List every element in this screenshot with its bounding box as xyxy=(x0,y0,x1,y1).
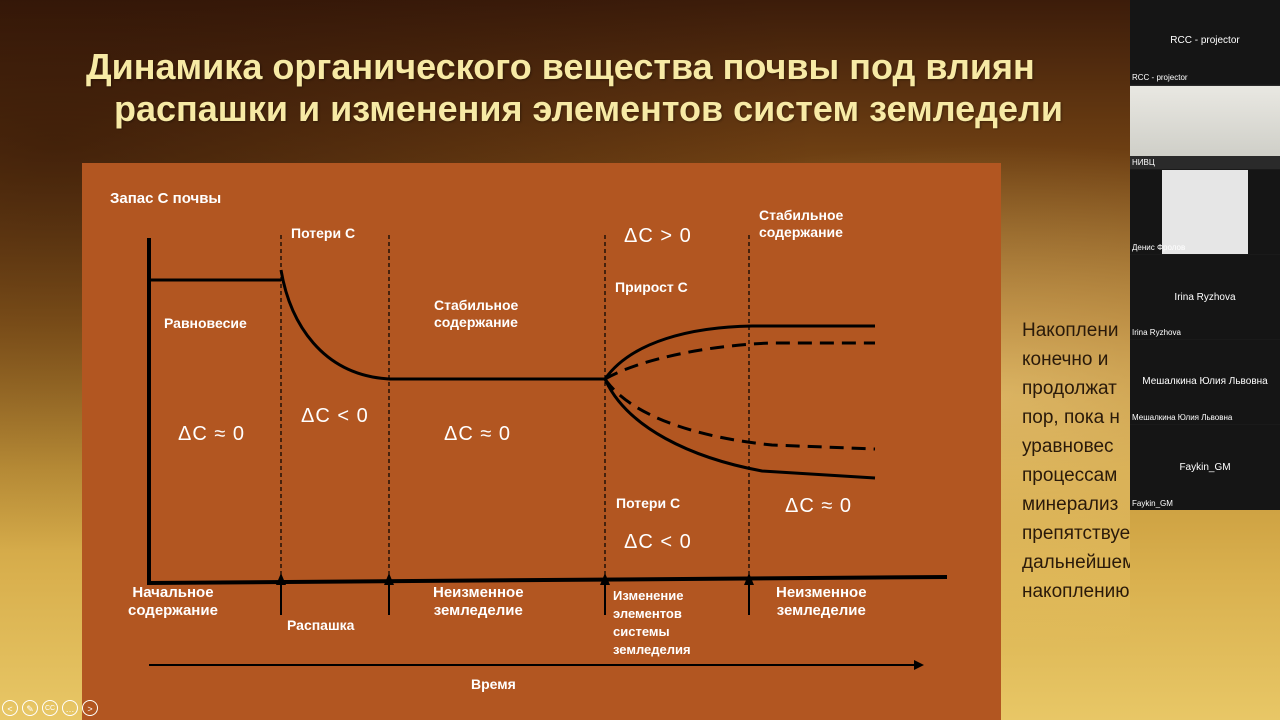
participant-name: Faykin_GM xyxy=(1179,462,1231,473)
side-note-line: Накоплени xyxy=(1022,320,1119,341)
side-note-line: конечно и xyxy=(1022,349,1109,370)
loss-curve-dashed xyxy=(603,378,876,451)
participant-tile[interactable]: Irina Ryzhova Irina Ryzhova xyxy=(1130,255,1280,339)
participant-label: RCC - projector xyxy=(1132,73,1188,82)
stable-right-label: Стабильное содержание xyxy=(759,207,844,240)
carbon-loss-top-label: Потери С xyxy=(291,225,356,241)
participant-tile[interactable]: Денис Фролов xyxy=(1130,170,1280,254)
slide-title-line2: распашки и изменения элементов систем зе… xyxy=(114,88,1063,129)
side-note-line: продолжат xyxy=(1022,378,1117,399)
delta-loss-bottom: ΔC < 0 xyxy=(624,531,692,553)
carbon-loss-bottom-label: Потери С xyxy=(616,495,681,511)
unchanged-farming-label-1: Неизменное земледелие xyxy=(433,584,524,619)
participant-label: НИВЦ xyxy=(1132,158,1155,167)
previous-slide-button[interactable]: < xyxy=(2,700,18,716)
delta-equilibrium: ΔC ≈ 0 xyxy=(178,423,246,445)
side-note-line: препятствует xyxy=(1022,523,1130,544)
arrowhead-unchanged2 xyxy=(744,573,754,585)
equilibrium-label: Равновесие xyxy=(164,315,247,331)
side-note: Накоплени конечно и продолжат пор, пока … xyxy=(1022,316,1130,606)
initial-content-label: Начальное содержание xyxy=(128,584,218,619)
loss-curve xyxy=(279,269,390,381)
side-note-line: уравновес xyxy=(1022,436,1114,457)
side-note-line: процессам xyxy=(1022,465,1118,486)
side-note-line: дальнейшему его xyxy=(1022,552,1130,573)
participant-name: RCC - projector xyxy=(1170,35,1240,46)
participant-tile[interactable]: НИВЦ xyxy=(1130,85,1280,169)
y-axis-label: Запас С почвы xyxy=(110,190,222,207)
delta-stable-right: ΔC ≈ 0 xyxy=(785,495,853,517)
loss-curve-solid xyxy=(603,378,876,480)
arrowhead-plowing xyxy=(276,573,286,585)
time-arrowhead xyxy=(914,660,924,670)
participant-name: Мешалкина Юлия Львовна xyxy=(1142,376,1268,387)
video-feed xyxy=(1130,86,1280,156)
subtitles-button[interactable]: CC xyxy=(42,700,58,716)
arrowhead-stable xyxy=(384,573,394,585)
video-feed xyxy=(1162,170,1248,254)
presentation-controls: < ✎ CC … > xyxy=(2,700,98,718)
next-slide-button[interactable]: > xyxy=(82,700,98,716)
participant-name: Irina Ryzhova xyxy=(1174,292,1236,303)
x-axis xyxy=(146,575,948,585)
carbon-gain-label: Прирост С xyxy=(615,279,688,295)
side-note-line: накоплению. xyxy=(1022,581,1130,602)
x-axis-label: Время xyxy=(471,676,516,692)
delta-positive: ΔC > 0 xyxy=(624,225,692,247)
plowing-label: Распашка xyxy=(287,617,355,633)
system-change-label: Изменение элементов системы земледелия xyxy=(613,588,691,657)
soil-carbon-diagram: Запас С почвы Потери С Равновесие Стабил… xyxy=(82,163,1001,720)
participant-label: Денис Фролов xyxy=(1132,243,1186,252)
participants-panel: RCC - projector RCC - projector НИВЦ Ден… xyxy=(1130,0,1280,510)
participant-label: Faykin_GM xyxy=(1132,499,1173,508)
slide-title: Динамика органического вещества почвы по… xyxy=(0,46,1130,130)
arrowhead-change xyxy=(600,573,610,585)
delta-stable: ΔC ≈ 0 xyxy=(444,423,512,445)
stable-top-label: Стабильное содержание xyxy=(434,297,519,330)
participant-label: Irina Ryzhova xyxy=(1132,328,1181,337)
side-note-line: пор, пока н xyxy=(1022,407,1120,428)
gain-curve-dashed xyxy=(604,341,875,381)
slide-title-line1: Динамика органического вещества почвы по… xyxy=(86,46,1035,87)
diagram-lines xyxy=(146,235,948,670)
gain-curve-solid xyxy=(603,324,875,380)
participant-label: Мешалкина Юлия Львовна xyxy=(1132,413,1233,422)
side-note-line: минерализ xyxy=(1022,494,1119,515)
unchanged-farming-label-2: Неизменное земледелие xyxy=(776,584,867,619)
participant-tile[interactable]: Faykin_GM Faykin_GM xyxy=(1130,425,1280,510)
more-options-button[interactable]: … xyxy=(62,700,78,716)
pen-tool-button[interactable]: ✎ xyxy=(22,700,38,716)
delta-loss: ΔC < 0 xyxy=(301,405,369,427)
participant-tile[interactable]: RCC - projector RCC - projector xyxy=(1130,0,1280,84)
participant-tile[interactable]: Мешалкина Юлия Львовна Мешалкина Юлия Ль… xyxy=(1130,340,1280,424)
